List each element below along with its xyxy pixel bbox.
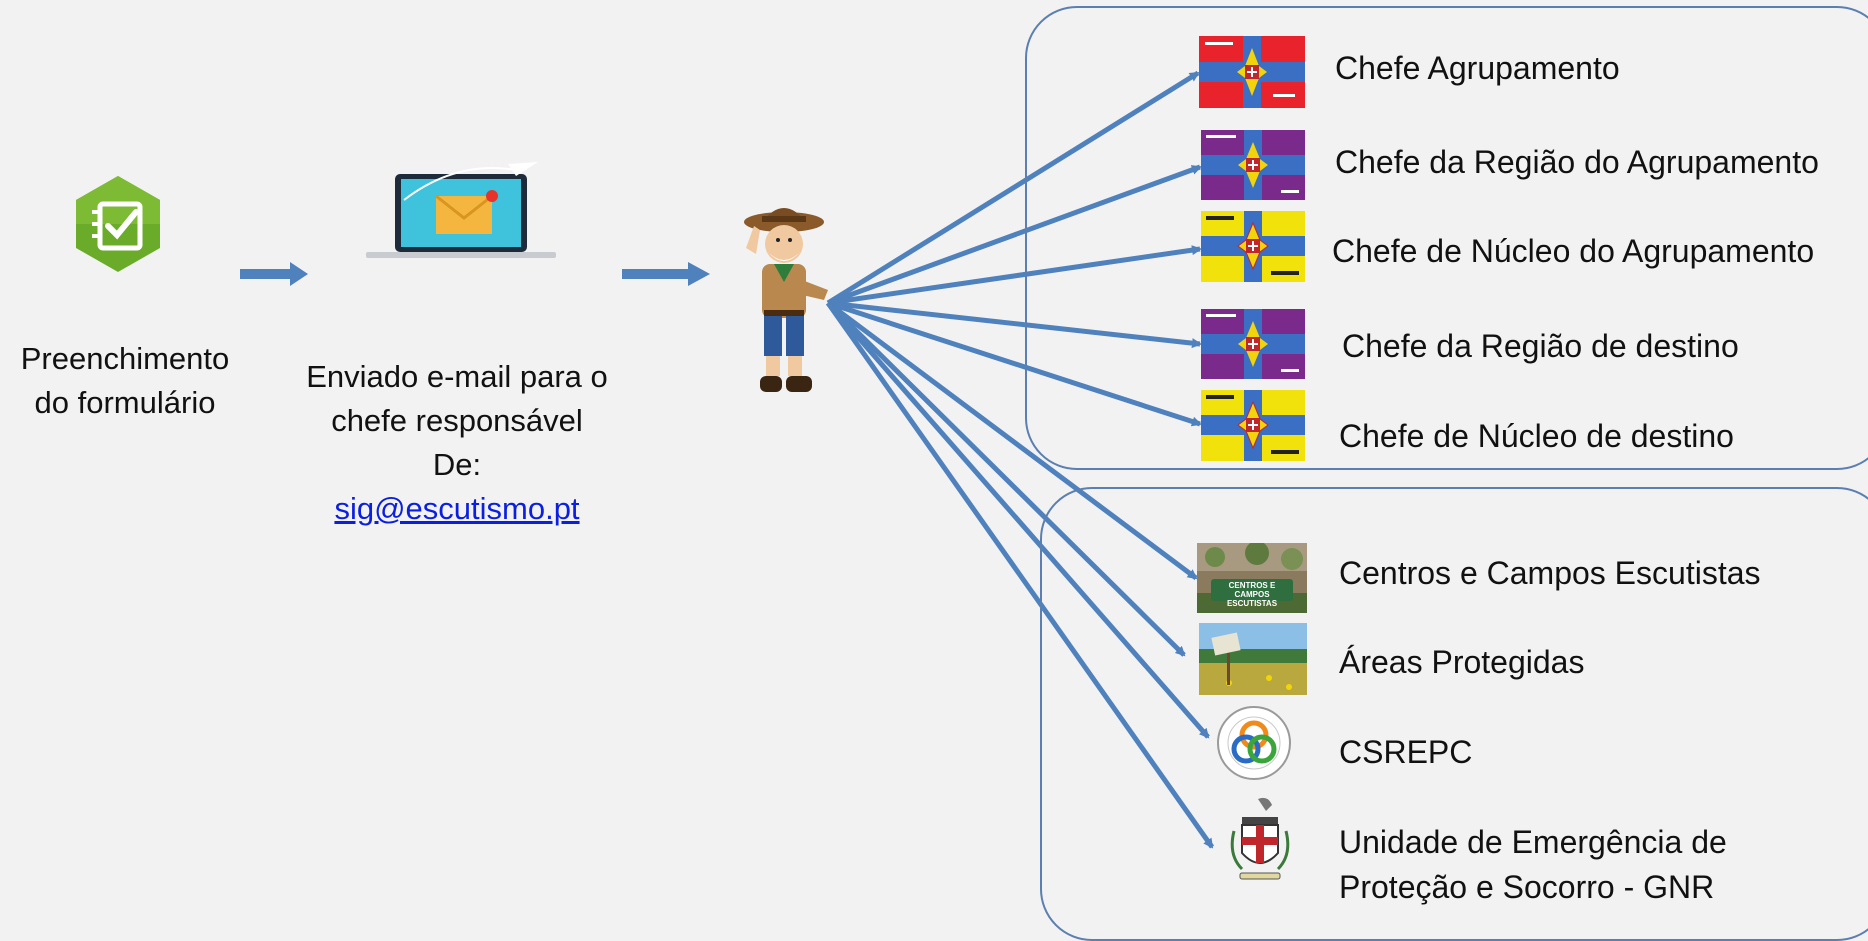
label-gnr-line2: Proteção e Socorro - GNR <box>1339 869 1715 905</box>
email-stage-label: Enviado e-mail para o chefe responsável … <box>282 355 632 531</box>
form-stage-label: Preenchimento do formulário <box>20 341 230 420</box>
arrow-to-chefe-nucleo-destino <box>827 300 1202 427</box>
scout-leader-illustration <box>732 200 832 405</box>
civil-protection-seal-icon <box>1216 705 1292 781</box>
email-address-link[interactable]: sig@escutismo.pt <box>334 491 580 526</box>
label-gnr-line1: Unidade de Emergência de <box>1339 824 1727 860</box>
email-label-line1: Enviado e-mail para o <box>306 359 608 394</box>
label-centros-campos: Centros e Campos Escutistas <box>1339 555 1761 591</box>
flag-purple-icon <box>1201 309 1305 379</box>
flag-red-icon <box>1199 36 1305 108</box>
gnr-crest-icon <box>1228 795 1292 885</box>
label-chefe-nucleo-agrupamento: Chefe de Núcleo do Agrupamento <box>1332 233 1815 269</box>
label-chefe-nucleo-destino: Chefe de Núcleo de destino <box>1339 418 1734 454</box>
label-chefe-regiao-destino: Chefe da Região de destino <box>1342 328 1739 364</box>
label-gnr: Unidade de Emergência de Proteção e Soco… <box>1339 820 1727 910</box>
protected-area-photo-icon <box>1199 623 1307 695</box>
label-chefe-regiao-agrupamento: Chefe da Região do Agrupamento <box>1335 144 1819 180</box>
email-label-line2: chefe responsável <box>331 403 583 438</box>
arrow-to-centros-campos <box>826 300 1198 581</box>
flag-yellow-icon <box>1201 390 1305 461</box>
camp-photo-icon: CENTROS E CAMPOS ESCUTISTAS <box>1197 543 1307 613</box>
arrow-to-gnr <box>825 301 1215 849</box>
camp-sign-text: CENTROS E CAMPOS ESCUTISTAS <box>1226 581 1278 608</box>
label-chefe-agrupamento: Chefe Agrupamento <box>1335 50 1620 86</box>
email-label-line3: De: <box>432 447 482 482</box>
flag-purple-icon <box>1201 130 1305 200</box>
label-csrepc: CSREPC <box>1339 734 1473 770</box>
arrow-to-csrepc <box>826 301 1210 739</box>
arrow-form-to-email <box>240 262 308 286</box>
arrow-to-chefe-regiao-destino <box>827 300 1202 349</box>
arrow-to-chefe-nucleo-agrupamento <box>827 245 1202 306</box>
scout-leaders-group <box>1025 6 1868 470</box>
fanout-arrows <box>825 70 1215 849</box>
arrow-email-to-leader <box>622 262 710 286</box>
arrow-to-chefe-agrupamento <box>826 70 1200 306</box>
label-areas-protegidas: Áreas Protegidas <box>1339 644 1585 680</box>
flag-yellow-icon <box>1201 211 1305 282</box>
arrow-to-areas-protegidas <box>826 301 1186 657</box>
laptop-email-icon <box>366 160 556 260</box>
form-icon <box>68 174 168 274</box>
arrow-to-chefe-regiao-agrupamento <box>827 164 1202 306</box>
